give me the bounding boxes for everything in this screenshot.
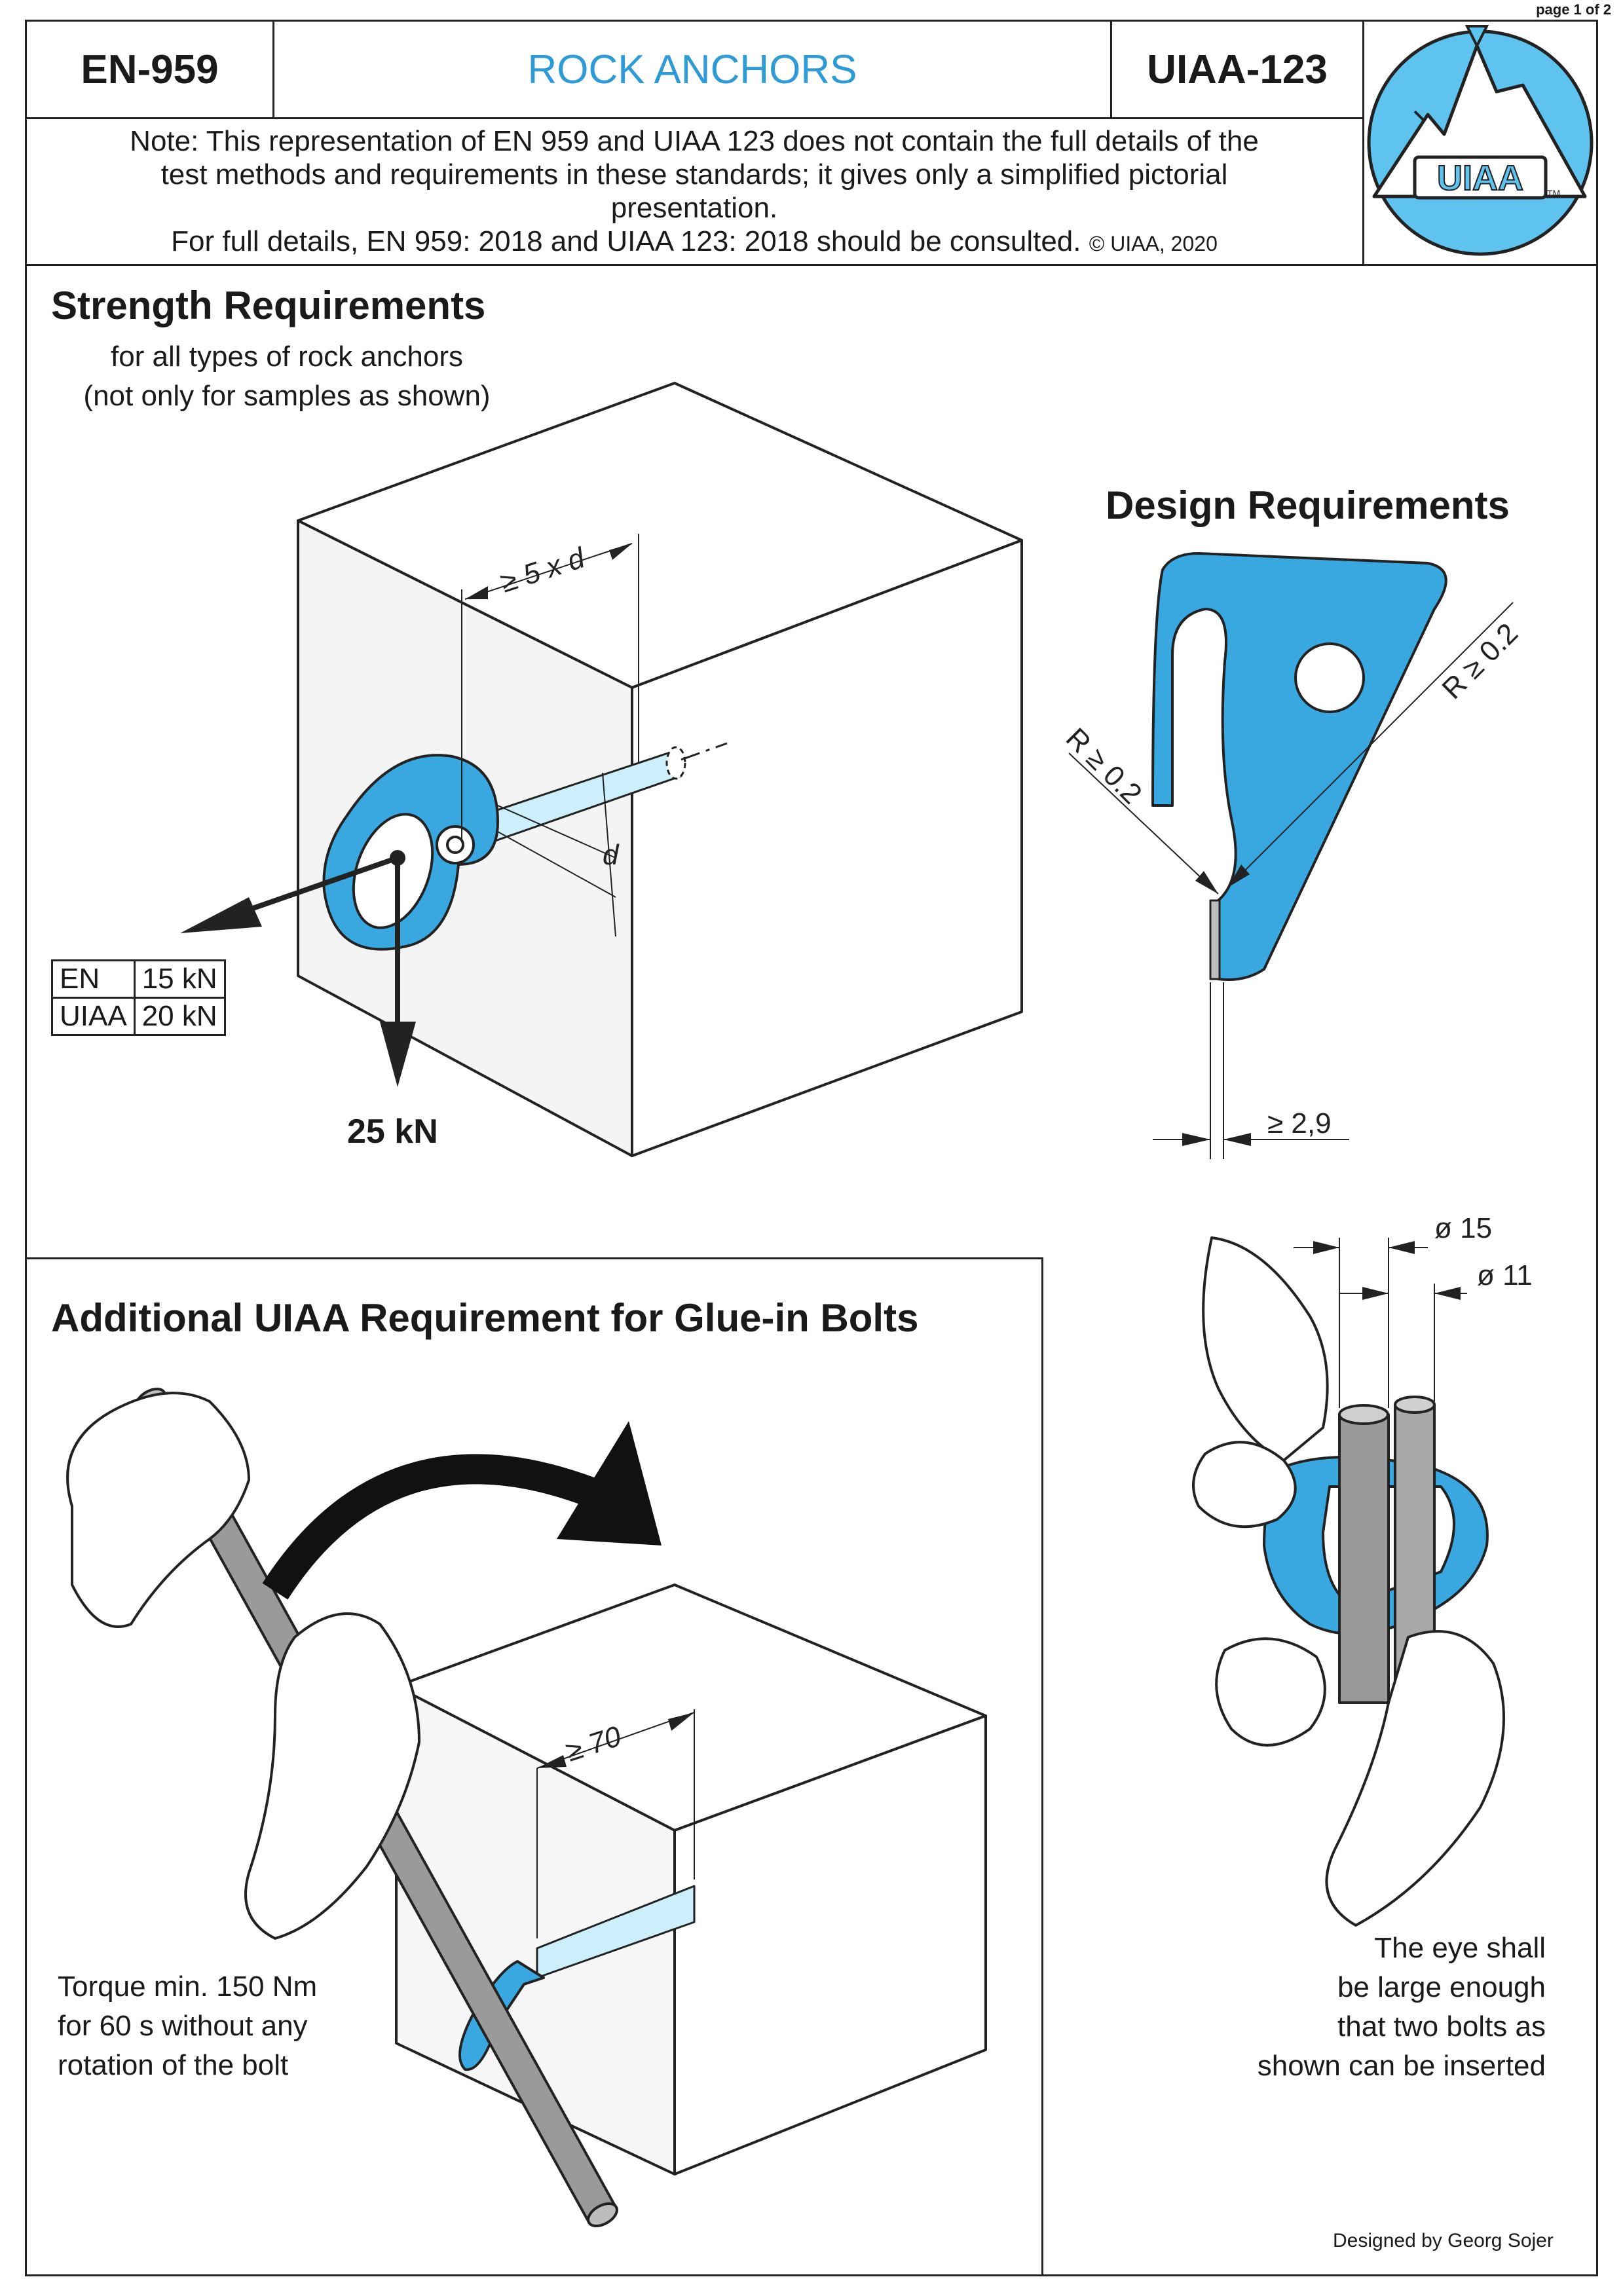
eye-text: The eye shall be large enough that two b… <box>1179 1929 1546 2086</box>
torque-line-2: for 60 s without any <box>58 2010 308 2042</box>
designer-credit: Designed by Georg Sojer <box>1333 2230 1554 2251</box>
load-std-uiaa: UIAA <box>51 997 136 1036</box>
standard-en-cell: EN-959 <box>25 20 274 119</box>
standard-en-label: EN-959 <box>81 46 219 92</box>
note-line-2: test methods and requirements in these s… <box>160 158 1228 191</box>
logo-cell <box>1362 20 1598 266</box>
note-line-4: For full details, EN 959: 2018 and UIAA … <box>33 225 1356 261</box>
strength-title: Strength Requirements <box>51 284 486 327</box>
page-number: page 1 of 2 <box>1536 1 1611 18</box>
note-box <box>25 117 1364 266</box>
note-line-4-text: For full details, EN 959: 2018 and UIAA … <box>171 225 1081 257</box>
copyright: © UIAA, 2020 <box>1089 232 1218 255</box>
standard-uiaa-label: UIAA-123 <box>1147 46 1328 92</box>
page-title: ROCK ANCHORS <box>527 46 857 92</box>
note-line-1: Note: This representation of EN 959 and … <box>130 125 1259 157</box>
torque-line-3: rotation of the bolt <box>58 2049 289 2081</box>
section-divider <box>25 1257 1043 1259</box>
load-row-uiaa: UIAA 20 kN <box>51 997 226 1036</box>
load-value-en: 15 kN <box>133 959 226 999</box>
note-text: Note: This representation of EN 959 and … <box>33 124 1356 261</box>
strength-sub-2: (not only for samples as shown) <box>83 380 491 412</box>
torque-line-1: Torque min. 150 Nm <box>58 1971 318 2003</box>
glue-in-panel-right-border <box>1041 1257 1043 2276</box>
eye-line-3: that two bolts as <box>1337 2010 1546 2043</box>
eye-line-2: be large enough <box>1337 1971 1546 2003</box>
design-title: Design Requirements <box>1106 483 1510 527</box>
eye-line-1: The eye shall <box>1374 1932 1546 1964</box>
load-row-en: EN 15 kN <box>51 959 226 999</box>
strength-sub-1: for all types of rock anchors <box>110 341 463 373</box>
glue-in-title: Additional UIAA Requirement for Glue-in … <box>51 1296 919 1340</box>
note-line-3: presentation. <box>610 192 778 224</box>
torque-text: Torque min. 150 Nm for 60 s without any … <box>58 1967 317 2085</box>
load-value-uiaa: 20 kN <box>133 997 226 1036</box>
title-cell: ROCK ANCHORS <box>272 20 1112 119</box>
eye-line-4: shown can be inserted <box>1257 2050 1546 2082</box>
load-table: EN 15 kN UIAA 20 kN <box>51 959 226 1036</box>
load-std-en: EN <box>51 959 136 999</box>
standard-uiaa-cell: UIAA-123 <box>1110 20 1364 119</box>
strength-subtitle: for all types of rock anchors (not only … <box>51 337 523 416</box>
